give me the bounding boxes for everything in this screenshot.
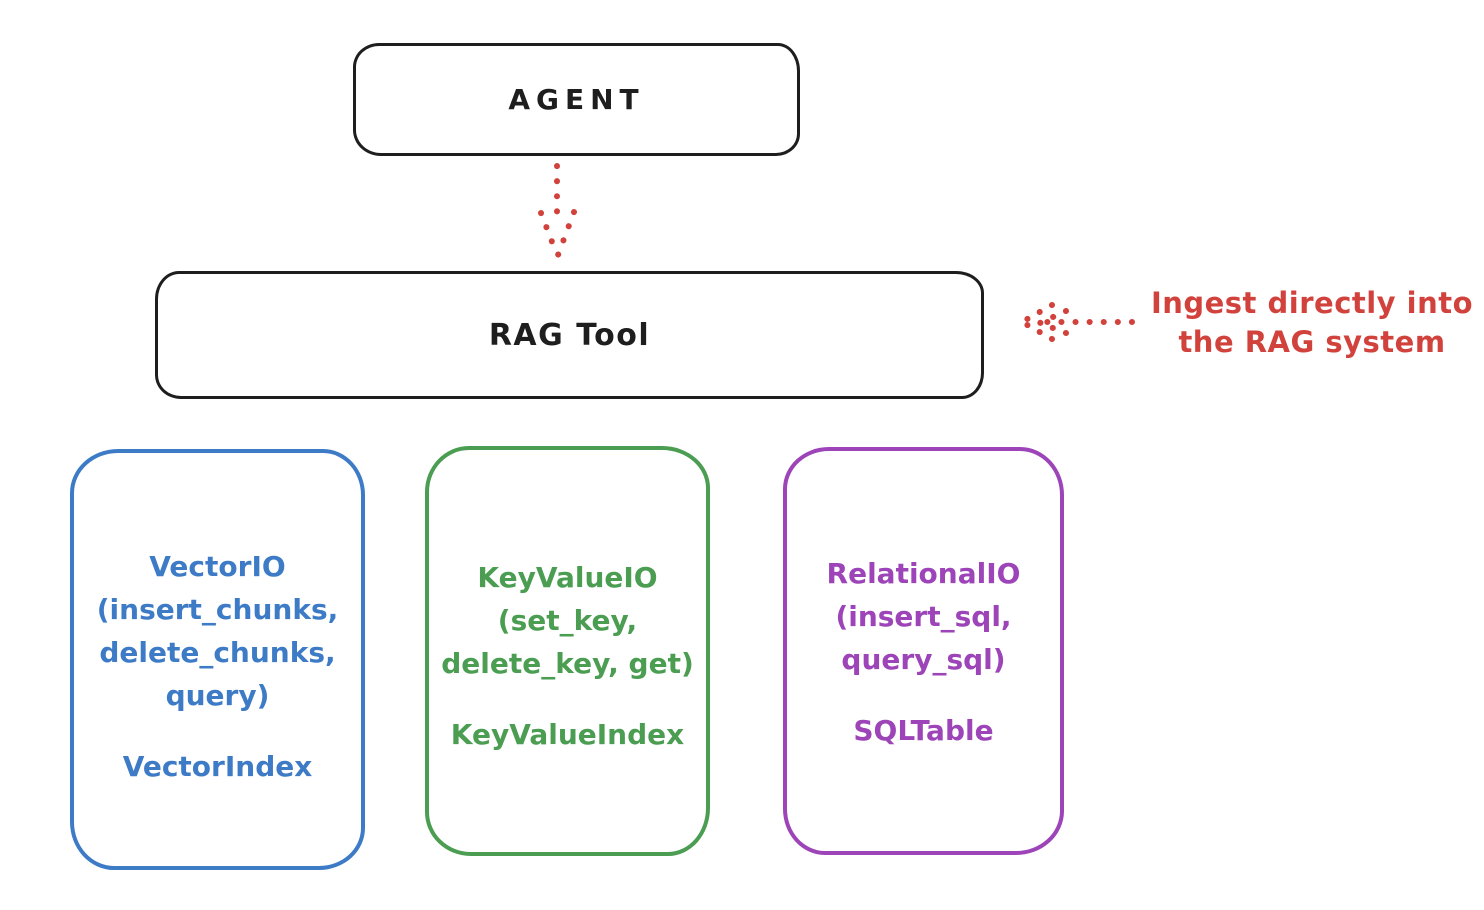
vector-io-store: VectorIO (insert_chunks, delete_chunks, … bbox=[70, 449, 365, 870]
dotted-down-arrow-icon bbox=[538, 163, 577, 258]
relational-io-store: RelationalIO (insert_sql, query_sql) SQL… bbox=[783, 447, 1064, 855]
store-method-line: (set_key, bbox=[497, 604, 638, 637]
store-method-line: query) bbox=[165, 679, 270, 712]
keyvalue-io-text: KeyValueIO (set_key, delete_key, get) Ke… bbox=[429, 556, 706, 756]
keyvalue-io-store: KeyValueIO (set_key, delete_key, get) Ke… bbox=[425, 446, 710, 856]
store-title: VectorIO bbox=[149, 550, 286, 583]
ingest-annotation-line2: the RAG system bbox=[1178, 325, 1446, 359]
annotation-to-ragtool-arrow bbox=[1014, 300, 1138, 344]
store-index-name: KeyValueIndex bbox=[450, 718, 685, 751]
vector-io-text: VectorIO (insert_chunks, delete_chunks, … bbox=[74, 545, 361, 788]
agent-to-ragtool-arrow bbox=[534, 161, 582, 263]
ingest-annotation: Ingest directly into the RAG system bbox=[1138, 284, 1484, 362]
store-method-line: delete_chunks, bbox=[99, 636, 336, 669]
dotted-left-arrow-icon bbox=[1019, 302, 1135, 342]
agent-label: AGENT bbox=[508, 83, 645, 116]
agent-node: AGENT bbox=[353, 43, 800, 156]
store-index-name: SQLTable bbox=[853, 714, 994, 747]
relational-io-text: RelationalIO (insert_sql, query_sql) SQL… bbox=[787, 552, 1060, 752]
store-method-line: query_sql) bbox=[841, 643, 1006, 676]
store-index-name: VectorIndex bbox=[122, 750, 313, 783]
rag-tool-label: RAG Tool bbox=[488, 317, 651, 353]
store-method-line: (insert_chunks, bbox=[96, 593, 339, 626]
rag-tool-node: RAG Tool bbox=[155, 271, 984, 399]
store-title: RelationalIO bbox=[826, 557, 1021, 590]
ingest-annotation-line1: Ingest directly into bbox=[1150, 286, 1474, 320]
store-method-line: delete_key, get) bbox=[441, 647, 694, 680]
store-method-line: (insert_sql, bbox=[835, 600, 1012, 633]
store-title: KeyValueIO bbox=[477, 561, 658, 594]
